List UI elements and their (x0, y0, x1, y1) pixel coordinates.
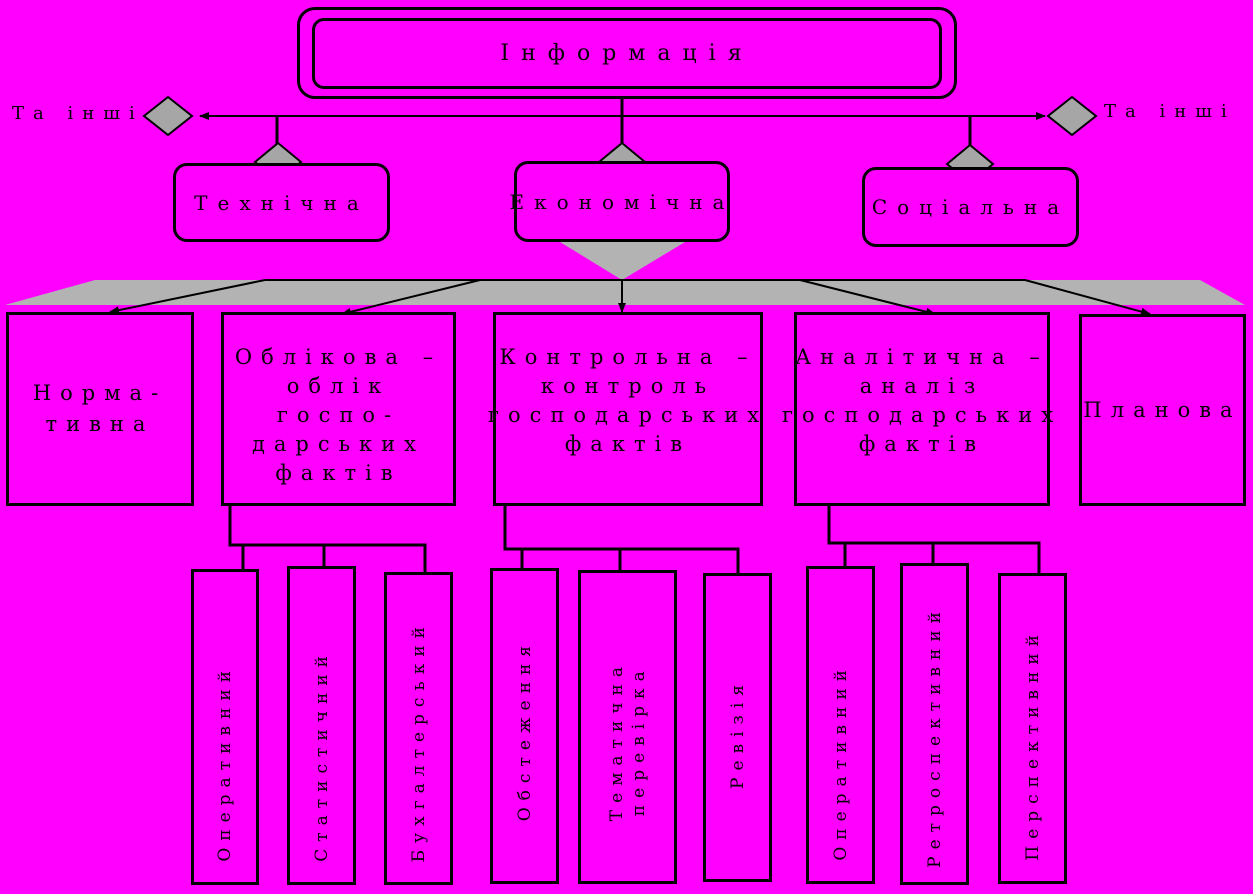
accounting-bookkeeping: Бухгалтерський (384, 572, 453, 885)
arrow-analytical (799, 279, 936, 316)
arrow-normative (109, 279, 266, 315)
function-accounting: Облікова – облік госпо- дарських фактів (221, 312, 456, 506)
analysis-operational: Оперативний (806, 566, 875, 884)
arrow-accounting (341, 279, 481, 316)
function-analytical-label: Аналітична – аналіз господарських фактів (781, 345, 1063, 456)
analysis-operational-label: Оперативний (830, 663, 851, 861)
accounting-statistical: Статистичний (287, 566, 356, 885)
root-title: Інформація (500, 41, 754, 66)
category-technical-label: Технічна (194, 190, 369, 215)
accounting-operational: Оперативний (191, 569, 259, 885)
control-thematic-audit-label: Тематична перевірка (606, 659, 649, 821)
diamond-right-icon (1046, 95, 1098, 137)
category-economic-label: Економічна (509, 189, 735, 214)
function-normative: Норма- тивна (6, 312, 194, 506)
root-box-outer: Інформація (297, 7, 957, 99)
accounting-connector (228, 506, 427, 573)
accounting-bookkeeping-label: Бухгалтерський (408, 619, 429, 862)
side-label-right: Та інші (1104, 101, 1236, 122)
category-economic: Економічна (510, 161, 730, 242)
function-analytical: Аналітична – аналіз господарських фактів (782, 312, 1053, 506)
category-social: Соціальна (862, 167, 1079, 247)
distribution-band (5, 280, 1245, 305)
function-normative-label: Норма- тивна (32, 381, 168, 436)
accounting-statistical-label: Статистичний (311, 649, 332, 862)
function-control: Контрольна – контроль господарських факт… (488, 312, 763, 506)
function-accounting-label: Облікова – облік госпо- дарських фактів (234, 345, 443, 485)
analysis-prospective-label: Перспективний (1022, 628, 1043, 861)
accounting-operational-label: Оперативний (215, 664, 235, 862)
root-box: Інформація (312, 18, 942, 89)
distribution-funnel (560, 242, 685, 280)
category-technical: Технічна (173, 163, 390, 242)
side-label-left: Та інші (12, 103, 144, 124)
analysis-retrospective-label: Ретроспективний (924, 605, 945, 868)
arrow-planning (1024, 279, 1151, 316)
function-planning: Планова (1079, 314, 1246, 506)
analysis-retrospective: Ретроспективний (900, 563, 969, 885)
category-social-label: Соціальна (871, 195, 1070, 219)
control-inspection-label: Обстеження (514, 638, 535, 821)
control-thematic-audit: Тематична перевірка (578, 570, 677, 884)
control-revision: Ревізія (703, 573, 772, 882)
diamond-left-icon (142, 95, 194, 137)
function-planning-label: Планова (1083, 397, 1242, 422)
control-inspection: Обстеження (490, 568, 559, 884)
analysis-prospective: Перспективний (998, 573, 1067, 884)
function-control-label: Контрольна – контроль господарських факт… (487, 345, 769, 456)
control-revision-label: Ревізія (727, 678, 748, 789)
